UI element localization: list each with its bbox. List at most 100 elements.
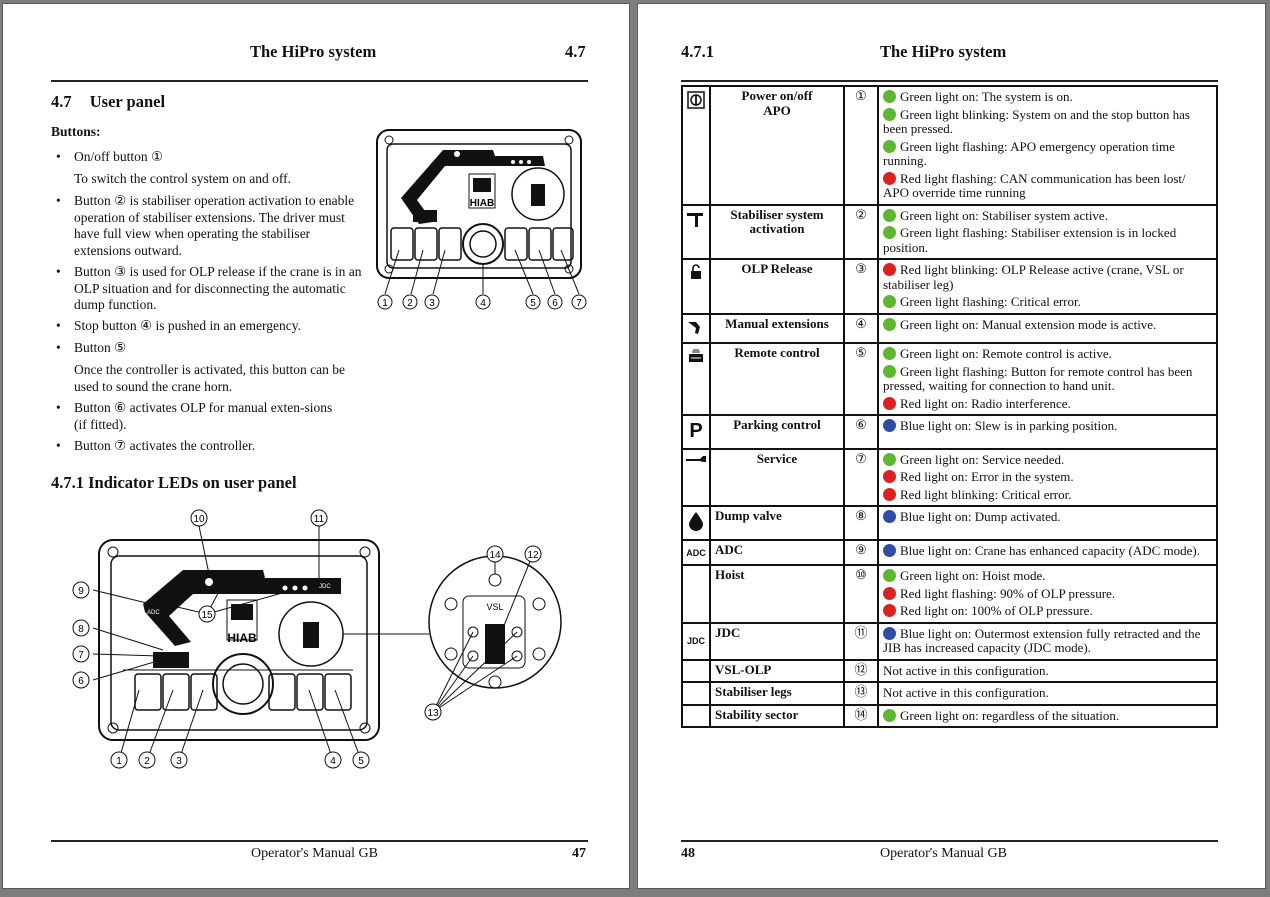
- led-number: ⑦: [843, 447, 879, 507]
- callout-label: 2: [144, 756, 150, 767]
- led-description: Green light on: The system is on. Green l…: [877, 85, 1218, 206]
- led-function-name: Dump valve: [709, 505, 845, 541]
- header-number: 4.7.1: [681, 42, 714, 61]
- function-name-text: Parking control: [733, 417, 821, 432]
- led-state-text: Green light on: The system is on.: [900, 89, 1073, 104]
- led-description: Green light on: regardless of the situat…: [877, 703, 1218, 728]
- led-state-line: Green light flashing: Stabiliser extensi…: [883, 225, 1212, 255]
- green-led-icon: [883, 364, 896, 378]
- red-led-icon: [883, 487, 896, 501]
- led-description: Green light on: Service needed. Red light…: [877, 447, 1218, 507]
- led-function-name: VSL-OLP: [709, 658, 845, 683]
- green-led-icon: [883, 208, 896, 222]
- led-function-name: OLP Release: [709, 258, 845, 315]
- led-function-name: Manual extensions: [709, 312, 845, 344]
- callout-label: 4: [480, 298, 486, 309]
- red-led-icon: [883, 396, 896, 410]
- led-state-line: Green light on: Hoist mode.: [883, 568, 1212, 584]
- led-description: Not active in this configuration.: [877, 681, 1218, 706]
- blue-led-icon: [883, 419, 896, 432]
- led-state-line: Green light on: Remote control is active…: [883, 346, 1212, 362]
- led-number: ②: [843, 203, 879, 260]
- footer-page-number: 47: [572, 846, 586, 861]
- callout-label: 6: [552, 298, 558, 309]
- function-name-text: Power on/off: [741, 88, 813, 103]
- led-state-text: Red light on: 100% of OLP pressure.: [900, 603, 1093, 618]
- led-state-line: Not active in this configuration.: [883, 663, 1212, 679]
- panel-logo-text: HIAB: [470, 198, 494, 209]
- led-icon-cell: [681, 703, 711, 728]
- led-icon-cell: [681, 447, 711, 507]
- led-state-line: Red light blinking: Critical error.: [883, 487, 1212, 503]
- function-name-text: Dump valve: [715, 508, 782, 523]
- led-icon-cell: P: [681, 414, 711, 450]
- section-title: User panel: [89, 92, 166, 111]
- callout-label: 6: [78, 676, 84, 687]
- green-led-icon: [883, 317, 896, 331]
- led-state-line: Green light on: regardless of the situat…: [883, 708, 1212, 724]
- function-name-text: OLP Release: [741, 261, 813, 276]
- indicator-leds-figure: ADC JDC HIAB VSL: [72, 509, 562, 769]
- led-icon-cell: [681, 505, 711, 541]
- led-function-name: JDC: [709, 621, 845, 661]
- callout-label: 15: [201, 610, 213, 621]
- bullet-item: Button ⑤: [56, 340, 364, 357]
- drop-icon: [688, 512, 704, 534]
- led-state-text: Green light on: Remote control is active…: [900, 346, 1112, 361]
- led-state-line: Green light on: Service needed.: [883, 451, 1212, 468]
- bullet-item: Stop button ④ is pushed in an emergency.: [56, 318, 364, 335]
- padlock-icon: [689, 264, 703, 283]
- led-number: ⑩: [843, 564, 879, 624]
- led-state-text: Green light flashing: APO emergency oper…: [883, 138, 1175, 168]
- vsl-label: VSL: [486, 602, 503, 612]
- blue-led-icon: [883, 543, 896, 557]
- led-function-name: Parking control: [709, 414, 845, 450]
- callout-label: 5: [358, 756, 364, 767]
- led-number: ⑬: [843, 681, 879, 706]
- footer-rule: [681, 840, 1218, 842]
- green-led-icon: [883, 90, 896, 103]
- led-state-line: Green light flashing: APO emergency oper…: [883, 138, 1212, 169]
- led-description: Green light on: Stabiliser system active…: [877, 203, 1218, 260]
- led-icon-cell: JDC: [681, 621, 711, 661]
- led-state-line: Red light blinking: OLP Release active (…: [883, 262, 1212, 292]
- header-rule: [51, 80, 588, 82]
- led-number: ⑥: [843, 414, 879, 450]
- callout-label: 12: [527, 550, 539, 561]
- led-icon-cell: [681, 681, 711, 706]
- stabiliser-icon: [686, 212, 706, 231]
- led-number: ⑪: [843, 621, 879, 661]
- led-state-text: Blue light on: Outermost extension fully…: [883, 625, 1201, 655]
- callout-label: 14: [489, 550, 501, 561]
- panel-logo-text: HIAB: [227, 631, 257, 645]
- led-state-text: Green light flashing: Button for remote …: [883, 363, 1193, 393]
- red-led-icon: [883, 470, 896, 483]
- led-state-line: Red light flashing: 90% of OLP pressure.: [883, 586, 1212, 602]
- led-state-text: Red light on: Radio interference.: [900, 395, 1071, 411]
- green-led-icon: [883, 107, 896, 121]
- led-icon-cell: [681, 312, 711, 344]
- bullet-item: On/off button ①: [56, 149, 364, 166]
- led-state-text: Blue light on: Dump activated.: [900, 509, 1061, 524]
- led-state-text: Green light on: Hoist mode.: [900, 568, 1046, 583]
- green-led-icon: [883, 452, 896, 466]
- led-icon-cell: [681, 564, 711, 624]
- led-state-line: Green light on: Manual extension mode is…: [883, 317, 1212, 333]
- led-description: Green light on: Manual extension mode is…: [877, 312, 1218, 344]
- green-led-icon: [883, 569, 896, 582]
- blue-led-icon: [883, 626, 896, 640]
- footer-rule: [51, 840, 588, 842]
- led-description: Green light on: Remote control is active…: [877, 342, 1218, 416]
- led-state-text: Red light flashing: CAN communication ha…: [883, 170, 1186, 200]
- led-state-text: Green light on: Service needed.: [900, 451, 1065, 467]
- svg-text:P: P: [689, 420, 702, 440]
- subsection-heading: 4.7.1 Indicator LEDs on user panel: [51, 473, 297, 492]
- led-state-line: Green light flashing: Button for remote …: [883, 363, 1212, 394]
- led-state-line: Blue light on: Dump activated.: [883, 509, 1212, 525]
